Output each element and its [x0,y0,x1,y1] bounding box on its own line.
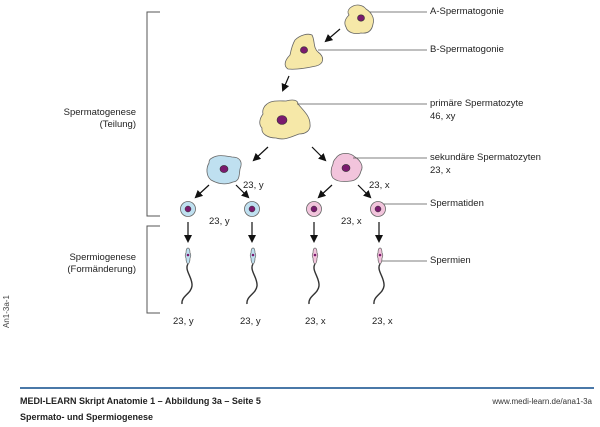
phase-spermatogenese-label: Spermatogenese (Teilung) [50,107,136,131]
phase-spermiogenese-label: Spermiogenese (Formänderung) [50,252,136,276]
label-spermatiden: Spermatiden [430,198,484,209]
footer-rule [20,387,594,389]
spermatid-y-1 [180,201,196,217]
label-primaere-karyotype: 46, xy [430,111,456,122]
footer-url[interactable]: www.medi-learn.de/ana1-3a [492,397,592,406]
secondary-spermatocyte-y-cell [206,155,242,185]
karyotype-sperm-1: 23, y [173,316,194,327]
arrow-sec-y-left [194,184,210,199]
karyotype-secondary-x: 23, x [369,180,390,191]
sperm-x-2 [373,247,385,305]
arrow-primary-to-secondary-y [252,146,269,162]
label-primaere-spermatozyte: primäre Spermatozyte [430,98,524,109]
spermatogenese-bracket [146,11,160,217]
label-spermien: Spermien [430,255,471,266]
spermatid-x-1 [306,201,322,217]
karyotype-sperm-4: 23, x [372,316,393,327]
arrow-b-to-primary [281,75,290,92]
phase-sub: (Teilung) [99,119,136,130]
phase-name: Spermiogenese [69,252,136,263]
spermatid-y-2 [244,201,260,217]
spermatid-x-2 [370,201,386,217]
label-b-spermatogonie: B-Spermatogonie [430,44,504,55]
secondary-spermatocyte-x-cell [330,152,363,182]
karyotype-sperm-2: 23, y [240,316,261,327]
arrow-a-to-b [324,28,341,43]
sperm-y-1 [181,247,193,305]
karyotype-sperm-3: 23, x [305,316,326,327]
footer-subtitle: Spermato- und Spermiogenese [20,412,154,422]
arrow-sec-x-right [357,184,372,199]
sperm-y-2 [246,247,258,305]
arrow-primary-to-secondary-x [311,146,327,162]
karyotype-spermatids-y: 23, y [209,216,230,227]
arrow-sec-x-left [317,184,333,199]
karyotype-spermatids-x: 23, x [341,216,362,227]
footer-title: MEDI-LEARN Skript Anatomie 1 – Abbildung… [20,396,261,406]
sperm-x-1 [308,247,320,305]
spermiogenese-bracket [146,225,160,314]
label-sekundaere-spermatozyten: sekundäre Spermatozyten [430,152,541,163]
label-sekundaere-karyotype: 23, x [430,165,451,176]
phase-name: Spermatogenese [63,107,136,118]
a-spermatogonie-cell [344,4,374,35]
figure-code: An1-3a-1 [2,295,11,328]
primary-spermatocyte-cell [259,99,311,140]
label-a-spermatogonie: A-Spermatogonie [430,6,504,17]
b-spermatogonie-cell [284,33,324,70]
karyotype-secondary-y: 23, y [243,180,264,191]
phase-sub: (Formänderung) [67,264,136,275]
arrow-sec-y-right [235,184,250,199]
